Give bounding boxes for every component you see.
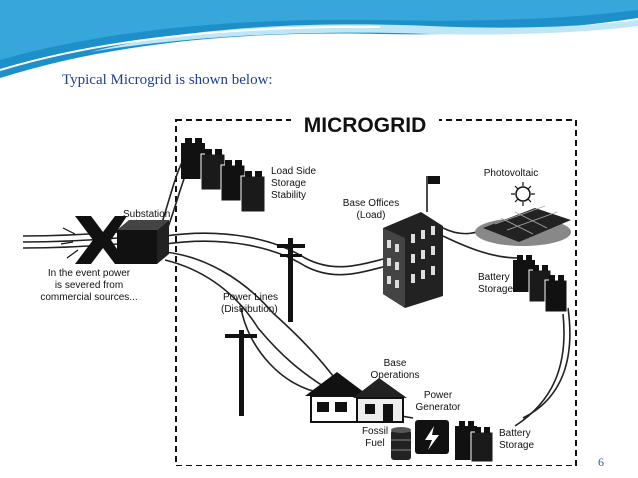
base-operations-building-icon bbox=[305, 372, 407, 423]
battery-storage-top-label-line-2: Storage bbox=[478, 284, 513, 295]
solar-panel-icon bbox=[475, 205, 571, 246]
power-generator-label-line-2: Generator bbox=[415, 402, 461, 413]
diagram-title: MICROGRID bbox=[304, 114, 427, 137]
header-wave-banner bbox=[0, 0, 638, 78]
sun-icon bbox=[511, 182, 535, 206]
power-generator-label-line-1: Power bbox=[424, 390, 453, 401]
base-operations-label-line-1: Base bbox=[384, 358, 407, 369]
slide-subtitle: Typical Microgrid is shown below: bbox=[62, 72, 273, 88]
page-number: 6 bbox=[598, 455, 604, 469]
microgrid-diagram: MICROGRID Substation In the event power … bbox=[23, 110, 577, 466]
battery-storage-top-label-line-1: Battery bbox=[478, 272, 510, 283]
load-side-label-line-1: Load Side bbox=[271, 166, 316, 177]
substation-icon bbox=[117, 220, 169, 264]
power-pole-lower-icon bbox=[225, 330, 257, 416]
base-operations-label-line-2: Operations bbox=[371, 370, 420, 381]
base-offices-building-icon bbox=[383, 176, 443, 308]
battery-storage-top-icon bbox=[513, 255, 568, 313]
severed-note-line-2: is severed from bbox=[55, 280, 123, 291]
load-side-label-line-3: Stability bbox=[271, 190, 306, 201]
photovoltaic-label: Photovoltaic bbox=[484, 168, 538, 179]
substation-label: Substation bbox=[123, 209, 170, 220]
severed-note-line-3: commercial sources... bbox=[40, 292, 137, 303]
power-generator-icon bbox=[415, 420, 449, 454]
fossil-fuel-label-line-2: Fuel bbox=[365, 438, 384, 449]
base-offices-label-line-1: Base Offices bbox=[343, 198, 400, 209]
load-side-battery-icon bbox=[181, 138, 266, 213]
power-lines-label-line-2: (Distribution) bbox=[221, 304, 278, 315]
title-backdrop bbox=[291, 110, 439, 136]
power-severed-x-icon bbox=[60, 216, 138, 264]
power-pole-upper-icon bbox=[277, 238, 305, 322]
load-side-label-line-2: Storage bbox=[271, 178, 306, 189]
power-lines-label-line-1: Power Lines bbox=[223, 292, 278, 303]
base-offices-label-line-2: (Load) bbox=[357, 210, 386, 221]
fossil-fuel-label-line-1: Fossil bbox=[362, 426, 388, 437]
battery-storage-bottom-label-line-1: Battery bbox=[499, 428, 531, 439]
severed-note-line-1: In the event power bbox=[48, 268, 131, 279]
fuel-barrel-icon bbox=[391, 427, 411, 460]
battery-storage-bottom-icon bbox=[455, 421, 494, 463]
battery-storage-bottom-label-line-2: Storage bbox=[499, 440, 534, 451]
